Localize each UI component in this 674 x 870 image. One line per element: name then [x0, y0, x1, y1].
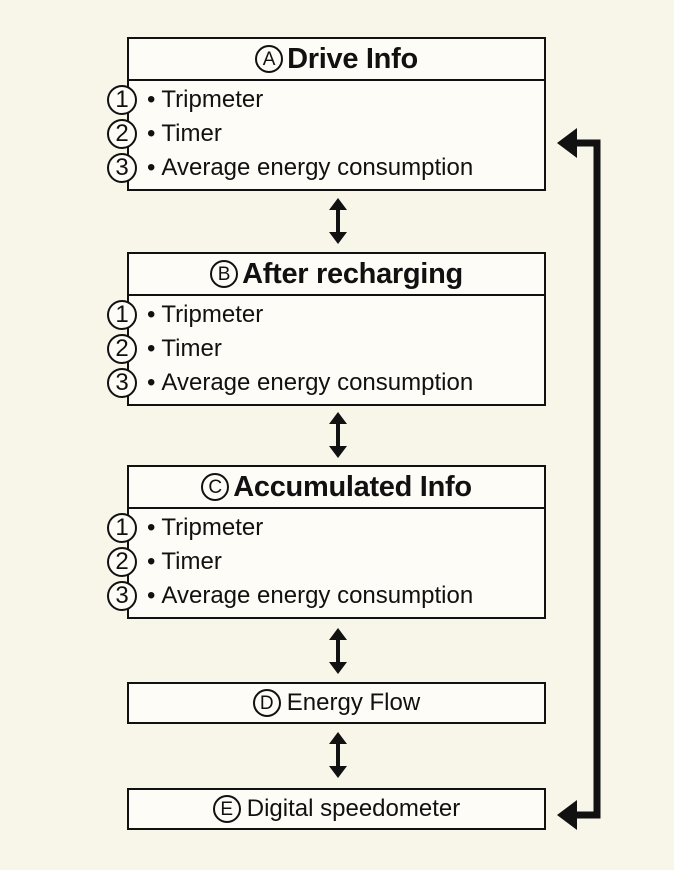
speedometer-box: E Digital speedometer [127, 788, 546, 830]
section-header: A Drive Info [129, 39, 544, 81]
speedometer-label: Digital speedometer [246, 795, 461, 822]
bullet: • [147, 582, 156, 609]
item-label: Timer [161, 548, 222, 575]
energy-flow-box: D Energy Flow [127, 682, 546, 724]
item-label: Timer [161, 335, 222, 362]
bullet: • [147, 154, 156, 181]
circled-letter-a: A [255, 45, 284, 73]
item-label: Timer [161, 120, 222, 147]
section-title: After recharging [242, 257, 463, 290]
loop-arrow [557, 128, 601, 830]
list-item: 1 •Tripmeter [107, 298, 544, 332]
list-item: 3 •Average energy consumption [107, 366, 544, 400]
section-drive-info: A Drive Info 1 •Tripmeter 2 •Timer 3 •Av… [107, 37, 546, 191]
section-title: Drive Info [287, 42, 418, 75]
circled-number: 1 [107, 85, 137, 115]
item-label: Tripmeter [161, 86, 264, 113]
circled-number: 3 [107, 153, 137, 183]
circled-number: 3 [107, 368, 137, 398]
item-label: Average energy consumption [161, 369, 474, 396]
section-accumulated-info: C Accumulated Info 1 •Tripmeter 2 •Timer… [107, 465, 546, 619]
circled-number: 2 [107, 119, 137, 149]
circled-number: 1 [107, 513, 137, 543]
list-item: 2 •Timer [107, 117, 544, 151]
list-item: 2 •Timer [107, 545, 544, 579]
double-arrow-a-b [329, 198, 347, 244]
bullet: • [147, 335, 156, 362]
bullet: • [147, 369, 156, 396]
bullet: • [147, 301, 156, 328]
double-arrow-b-c [329, 412, 347, 458]
double-arrow-c-d [329, 628, 347, 674]
list-item: 1 •Tripmeter [107, 511, 544, 545]
section-title: Accumulated Info [233, 470, 472, 503]
bullet: • [147, 86, 156, 113]
circled-number: 1 [107, 300, 137, 330]
circled-number: 2 [107, 547, 137, 577]
list-item: 3 •Average energy consumption [107, 151, 544, 185]
list-item: 2 •Timer [107, 332, 544, 366]
circled-letter-e: E [212, 795, 241, 823]
item-label: Average energy consumption [161, 154, 474, 181]
item-label: Tripmeter [161, 514, 264, 541]
bullet: • [147, 120, 156, 147]
circled-number: 3 [107, 581, 137, 611]
list-item: 3 •Average energy consumption [107, 579, 544, 613]
section-after-recharging: B After recharging 1 •Tripmeter 2 •Timer… [107, 252, 546, 406]
energy-flow-label: Energy Flow [286, 689, 421, 716]
circled-letter-b: B [210, 260, 239, 288]
item-label: Average energy consumption [161, 582, 474, 609]
circled-letter-c: C [201, 473, 230, 501]
list-item: 1 •Tripmeter [107, 83, 544, 117]
circled-letter-d: D [252, 689, 281, 717]
double-arrow-d-e [329, 732, 347, 778]
bullet: • [147, 548, 156, 575]
section-header: C Accumulated Info [129, 467, 544, 509]
section-header: B After recharging [129, 254, 544, 296]
circled-number: 2 [107, 334, 137, 364]
bullet: • [147, 514, 156, 541]
item-label: Tripmeter [161, 301, 264, 328]
